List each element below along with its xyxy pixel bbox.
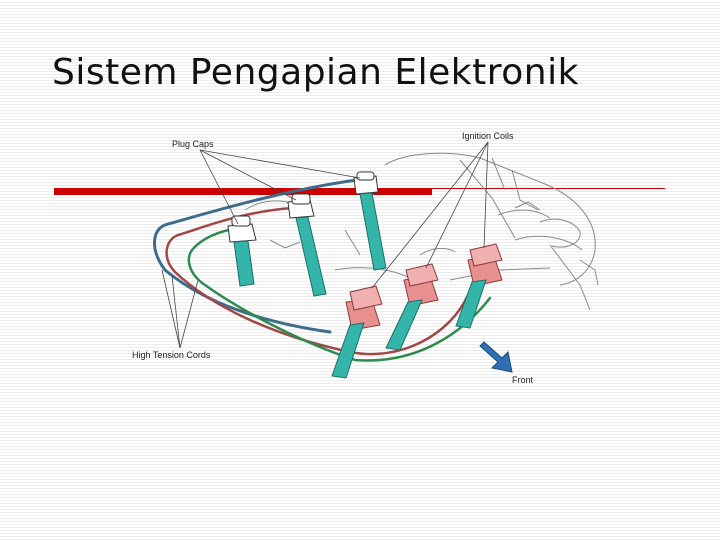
ignition-coil-3: [455, 243, 503, 329]
high-tension-cords: [153, 176, 492, 362]
leader-lines: [161, 141, 489, 349]
title-underline-thick: [54, 188, 432, 195]
plug-cap-1: [227, 215, 257, 287]
ignition-coil-2: [385, 263, 439, 351]
ignition-coil-1: [331, 285, 383, 379]
slide-title: Sistem Pengapian Elektronik: [52, 52, 579, 93]
cord-red: [165, 206, 470, 356]
plug-cap-3: [353, 171, 387, 271]
cord-blue: [153, 176, 377, 334]
front-arrow-icon: [479, 341, 513, 373]
plug-cap-2: [287, 193, 327, 297]
ignition-system-diagram: Plug Caps Ignition Coils High Tension Co…: [132, 131, 599, 385]
label-high-tension-cords: High Tension Cords: [132, 350, 211, 360]
cord-green: [187, 226, 492, 362]
label-ignition-coils: Ignition Coils: [462, 131, 514, 141]
label-plug-caps: Plug Caps: [172, 139, 214, 149]
label-front: Front: [512, 375, 534, 385]
title-underline-thin: [432, 188, 665, 189]
